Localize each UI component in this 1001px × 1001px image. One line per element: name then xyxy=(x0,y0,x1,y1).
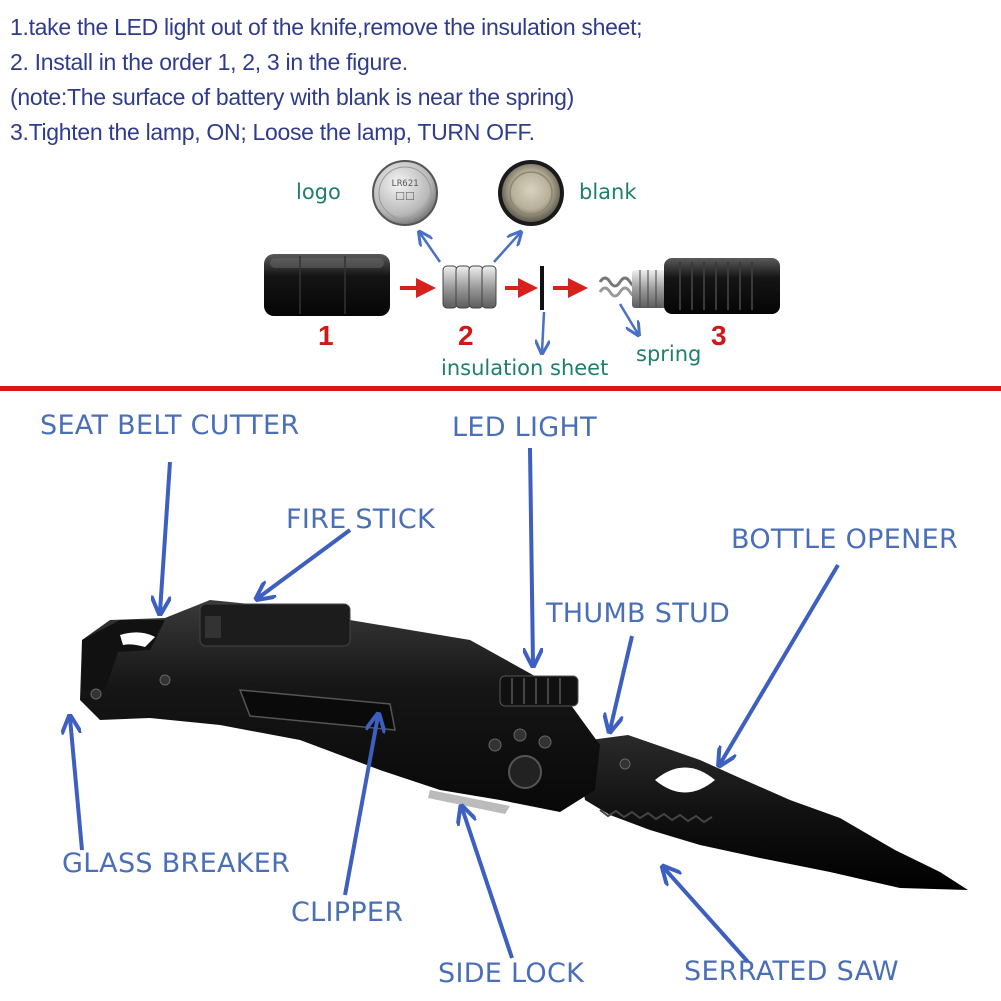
lamp-body-part xyxy=(598,258,780,314)
insulation-sheet-label: insulation sheet xyxy=(441,356,609,380)
label-fire-stick: FIRE STICK xyxy=(286,504,436,535)
step-number-3: 3 xyxy=(711,320,727,351)
battery-blank-side-icon xyxy=(498,160,564,226)
step-number-2: 2 xyxy=(458,320,474,351)
label-serrated-saw: SERRATED SAW xyxy=(684,956,899,987)
battery-logo-text: LR621 xyxy=(391,179,418,189)
arrow-serrated-saw-icon xyxy=(664,868,750,964)
battery-logo-side-icon: LR621 ☐☐ xyxy=(372,160,438,226)
arrow-led-light-icon xyxy=(530,447,533,664)
arrow-fire-stick-icon xyxy=(258,528,352,598)
logo-label: logo xyxy=(296,180,341,204)
label-side-lock: SIDE LOCK xyxy=(438,958,585,989)
spring-label: spring xyxy=(636,342,702,366)
instruction-line-3: (note:The surface of battery with blank … xyxy=(10,84,574,110)
arrow-to-insulation-icon xyxy=(542,311,544,352)
serration-edge xyxy=(599,809,713,824)
insulation-sheet-part xyxy=(540,266,544,310)
label-led-light: LED LIGHT xyxy=(452,412,597,443)
step-number-1: 1 xyxy=(318,320,334,351)
clip-part xyxy=(238,689,396,731)
label-glass-breaker: GLASS BREAKER xyxy=(62,848,291,879)
assembly-diagram: LR621 ☐☐ xyxy=(264,160,780,390)
arrow-clipper-icon xyxy=(343,716,378,896)
arrow-side-lock-icon xyxy=(462,808,514,959)
lamp-cap-part xyxy=(264,254,390,316)
arrow-glass-breaker-icon xyxy=(70,718,84,851)
arrow-thumb-stud-icon xyxy=(610,635,634,730)
bottle-opener-notch xyxy=(655,767,715,793)
instruction-line-2: 2. Install in the order 1, 2, 3 in the f… xyxy=(10,49,408,75)
battery-stack-part xyxy=(442,265,497,309)
led-light-part xyxy=(499,675,579,707)
pivot-part xyxy=(508,755,542,789)
screws xyxy=(90,674,631,770)
arrow-bottle-opener-icon xyxy=(720,563,840,764)
label-seat-belt-cutter: SEAT BELT CUTTER xyxy=(40,410,300,441)
instruction-line-1: 1.take the LED light out of the knife,re… xyxy=(10,14,643,40)
svg-text:☐☐: ☐☐ xyxy=(395,190,415,203)
section-divider xyxy=(0,386,1001,391)
arrow-to-spring-icon xyxy=(618,303,638,334)
arrow-to-logo-icon xyxy=(420,233,442,263)
blank-label: blank xyxy=(579,180,637,204)
label-bottle-opener: BOTTLE OPENER xyxy=(731,524,959,555)
instruction-line-4: 3.Tighten the lamp, ON; Loose the lamp, … xyxy=(10,119,535,145)
arrow-to-blank-icon xyxy=(493,233,520,263)
arrow-seat-belt-cutter-icon xyxy=(160,461,172,612)
fire-stick-block xyxy=(199,603,351,647)
label-thumb-stud: THUMB STUD xyxy=(546,598,731,629)
label-clipper: CLIPPER xyxy=(291,897,404,928)
